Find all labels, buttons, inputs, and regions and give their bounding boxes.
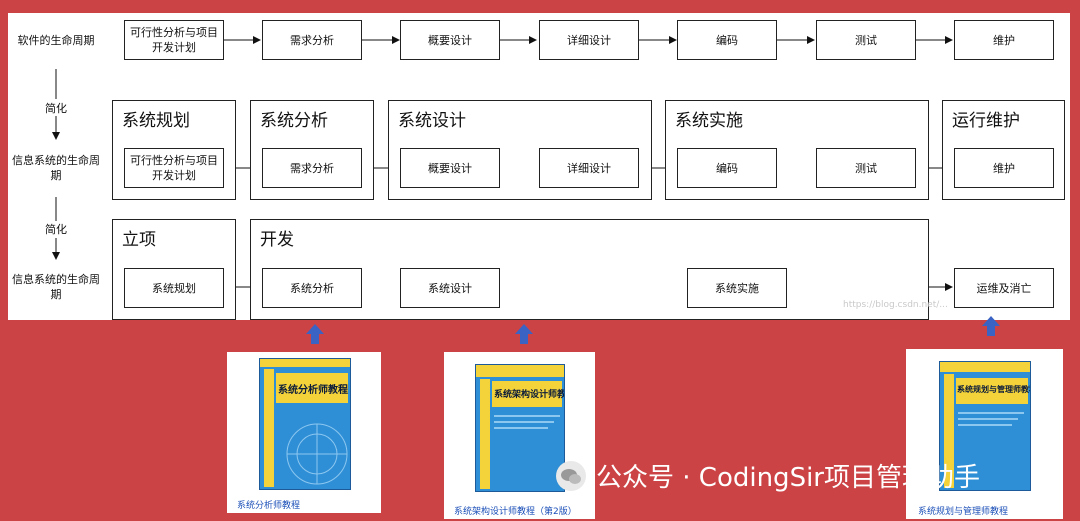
simplify-note-2: 简化 bbox=[45, 223, 67, 236]
book-cover-title: 系统架构设计师教程 bbox=[494, 390, 564, 400]
book-card-system-architect: 系统架构设计师教程 系统架构设计师教程（第2版） bbox=[444, 352, 595, 519]
row1-step-coding: 编码 bbox=[677, 20, 777, 60]
stage-title: 系统设计 bbox=[398, 111, 466, 131]
stage-title: 立项 bbox=[122, 230, 156, 250]
book-cover: 系统规划与管理师教程 bbox=[939, 361, 1031, 491]
row1-step-maintenance: 维护 bbox=[954, 20, 1054, 60]
watermark: 公众号 · CodingSir项目管理助手 bbox=[556, 457, 980, 494]
cover-decoration bbox=[286, 423, 348, 485]
stage-title: 运行维护 bbox=[952, 111, 1020, 131]
book-cover: 系统架构设计师教程 bbox=[475, 364, 565, 492]
row2-step-feasibility: 可行性分析与项目开发计划 bbox=[124, 148, 224, 188]
row-label-info-system-1: 信息系统的生命周期 bbox=[12, 154, 100, 182]
up-arrow-icon bbox=[982, 316, 1000, 336]
row2-step-coding: 编码 bbox=[677, 148, 777, 188]
row3-step-operation-retire: 运维及消亡 bbox=[954, 268, 1054, 308]
stage-title: 系统分析 bbox=[260, 111, 328, 131]
row2-step-outline-design: 概要设计 bbox=[400, 148, 500, 188]
row-label-software: 软件的生命周期 bbox=[17, 34, 95, 47]
row3-step-analysis: 系统分析 bbox=[262, 268, 362, 308]
book-cover-title: 系统分析师教程 bbox=[278, 385, 348, 396]
stage-title: 系统实施 bbox=[675, 111, 743, 131]
row2-step-detail-design: 详细设计 bbox=[539, 148, 639, 188]
book-caption: 系统架构设计师教程（第2版） bbox=[454, 507, 577, 517]
row1-step-requirements: 需求分析 bbox=[262, 20, 362, 60]
row3-step-implementation: 系统实施 bbox=[687, 268, 787, 308]
book-cover: 系统分析师教程 bbox=[259, 358, 351, 490]
lifecycle-diagram: 软件的生命周期 简化 信息系统的生命周期 简化 信息系统的生命周期 可行性分析与… bbox=[8, 13, 1070, 320]
stage-title: 系统规划 bbox=[122, 111, 190, 131]
faint-source-url: https://blog.csdn.net/... bbox=[843, 300, 948, 310]
row1-step-detail-design: 详细设计 bbox=[539, 20, 639, 60]
row1-step-outline-design: 概要设计 bbox=[400, 20, 500, 60]
watermark-text: 公众号 · CodingSir项目管理助手 bbox=[596, 463, 980, 493]
row1-step-feasibility: 可行性分析与项目开发计划 bbox=[124, 20, 224, 60]
stage-title: 开发 bbox=[260, 230, 294, 250]
row3-step-design: 系统设计 bbox=[400, 268, 500, 308]
book-cover-title: 系统规划与管理师教程 bbox=[957, 385, 1031, 394]
row2-step-maintenance: 维护 bbox=[954, 148, 1054, 188]
book-card-system-planning: 系统规划与管理师教程 系统规划与管理师教程 bbox=[906, 349, 1063, 519]
row2-step-testing: 测试 bbox=[816, 148, 916, 188]
row3-stage-development: 开发 bbox=[250, 219, 929, 320]
row3-step-planning: 系统规划 bbox=[124, 268, 224, 308]
row2-step-requirements: 需求分析 bbox=[262, 148, 362, 188]
row1-step-testing: 测试 bbox=[816, 20, 916, 60]
up-arrow-icon bbox=[515, 324, 533, 344]
row-label-info-system-2: 信息系统的生命周期 bbox=[12, 273, 100, 301]
book-card-system-analyst: 系统分析师教程 系统分析师教程 bbox=[227, 352, 381, 513]
book-caption: 系统分析师教程 bbox=[237, 501, 301, 511]
up-arrow-icon bbox=[306, 324, 324, 344]
simplify-note-1: 简化 bbox=[45, 102, 67, 115]
wechat-logo-icon bbox=[556, 460, 586, 491]
book-caption: 系统规划与管理师教程 bbox=[918, 507, 1009, 517]
